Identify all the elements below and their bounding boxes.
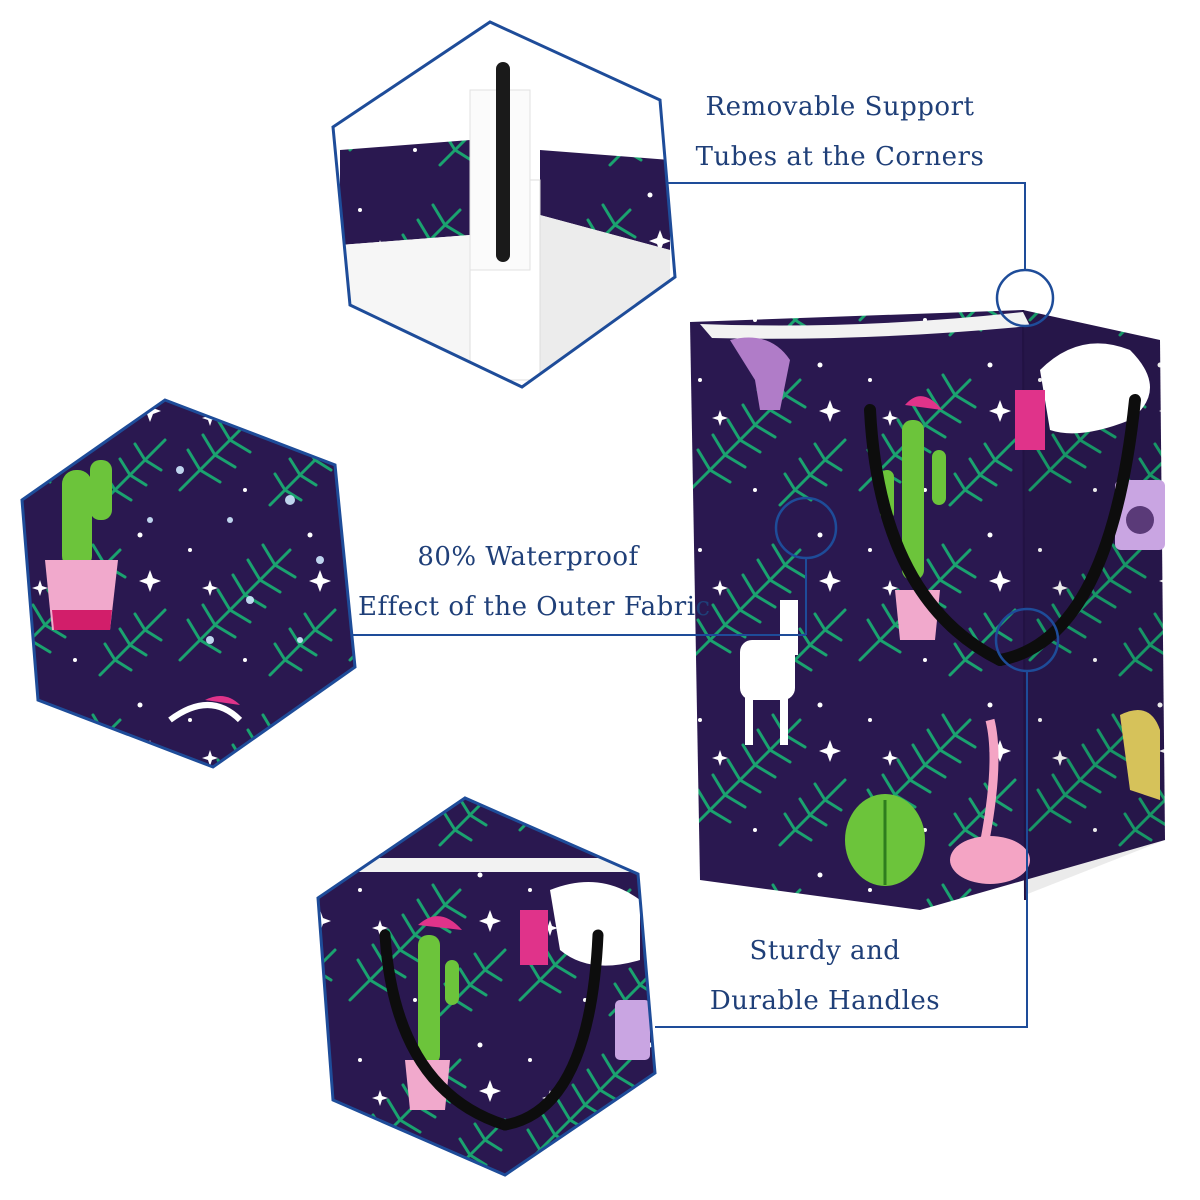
- laundry-basket: [690, 268, 1165, 910]
- caption-handles-line1: Sturdy and: [749, 936, 901, 966]
- caption-support-tubes-line1: Removable Support: [705, 92, 975, 122]
- caption-waterproof: 80% Waterproof Effect of the Outer Fabri…: [358, 532, 711, 632]
- caption-waterproof-line1: 80% Waterproof: [417, 542, 639, 572]
- dinosaur-motif: [730, 337, 790, 410]
- basket-handle-back: [994, 394, 1141, 666]
- hexagon-support-tubes: [331, 20, 677, 389]
- monstera-ornament: [845, 794, 925, 886]
- basket-handle-front: [864, 404, 1006, 666]
- callout-line-tubes: [668, 182, 1026, 270]
- caption-support-tubes: Removable Support Tubes at the Corners: [690, 82, 990, 182]
- callout-lines: [352, 182, 1028, 1028]
- giraffe-motif: [1120, 710, 1160, 800]
- llama-motif: [740, 600, 798, 745]
- caption-handles: Sturdy and Durable Handles: [690, 926, 960, 1026]
- hexagon-waterproof: [20, 398, 357, 769]
- caption-waterproof-line2: Effect of the Outer Fabric: [358, 592, 711, 622]
- callout-line-handles: [655, 671, 1028, 1028]
- support-tube-icon: [496, 62, 510, 262]
- caption-support-tubes-line2: Tubes at the Corners: [695, 142, 985, 172]
- speaker-motif: [1115, 480, 1165, 550]
- caption-handles-line2: Durable Handles: [709, 986, 941, 1016]
- hand-motif: [1015, 343, 1150, 450]
- hexagon-handles: [316, 796, 657, 1177]
- flamingo-motif: [950, 718, 1030, 884]
